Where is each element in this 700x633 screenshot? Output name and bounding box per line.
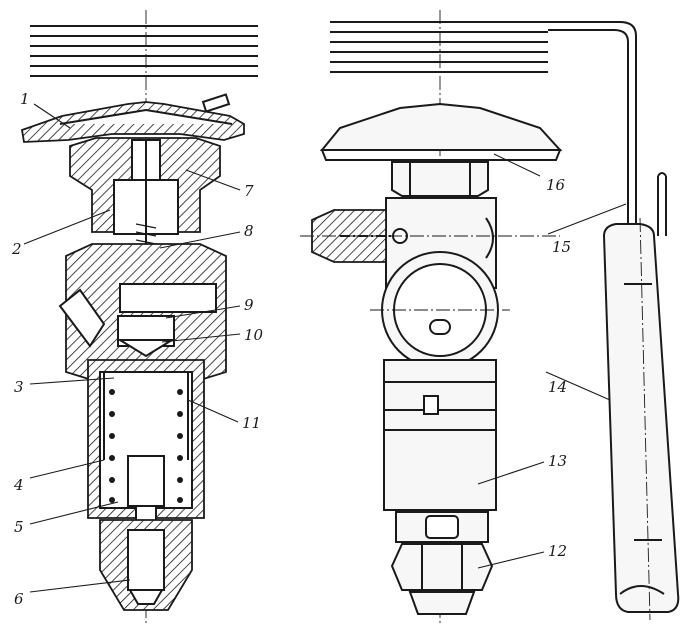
sensing-bulb — [602, 172, 680, 621]
label-part-13: 13 — [548, 452, 567, 470]
outlet-port — [370, 251, 510, 369]
right-leader-lines — [477, 153, 627, 569]
label-part-6: 6 — [14, 590, 24, 608]
main-spring-coils — [109, 389, 183, 503]
label-part-4: 4 — [13, 476, 24, 494]
right-external-view — [300, 10, 680, 625]
label-part-12: 12 — [548, 542, 567, 560]
bottom-nozzle — [99, 519, 193, 611]
left-capillary-coil — [30, 25, 258, 77]
label-part-14: 14 — [548, 378, 567, 396]
label-part-1: 1 — [20, 90, 30, 108]
upper-valve-body — [69, 137, 221, 262]
label-part-7: 7 — [244, 182, 254, 200]
diaphragm-head — [20, 93, 245, 143]
label-part-16: 16 — [546, 176, 566, 194]
label-part-11: 11 — [242, 414, 261, 432]
left-leader-lines — [23, 103, 241, 593]
label-part-9: 9 — [244, 296, 254, 314]
label-part-8: 8 — [244, 222, 254, 240]
left-section-view — [20, 10, 258, 625]
side-inlet-port — [58, 288, 106, 348]
bottom-hex-nut — [390, 511, 494, 615]
part-number-labels: 1 2 3 4 5 6 7 8 9 10 11 12 13 14 15 16 — [11, 90, 571, 608]
right-capillary-coil — [330, 21, 637, 232]
diaphragm-dome — [319, 102, 563, 161]
mid-valve-body — [58, 243, 227, 381]
lower-spring-housing — [87, 359, 205, 577]
label-part-2: 2 — [11, 240, 22, 258]
label-part-10: 10 — [244, 326, 264, 344]
lower-body-13 — [383, 359, 497, 511]
label-part-3: 3 — [14, 378, 24, 396]
top-hex-nut — [391, 161, 489, 197]
label-part-15: 15 — [552, 238, 571, 256]
label-part-5: 5 — [14, 518, 24, 536]
